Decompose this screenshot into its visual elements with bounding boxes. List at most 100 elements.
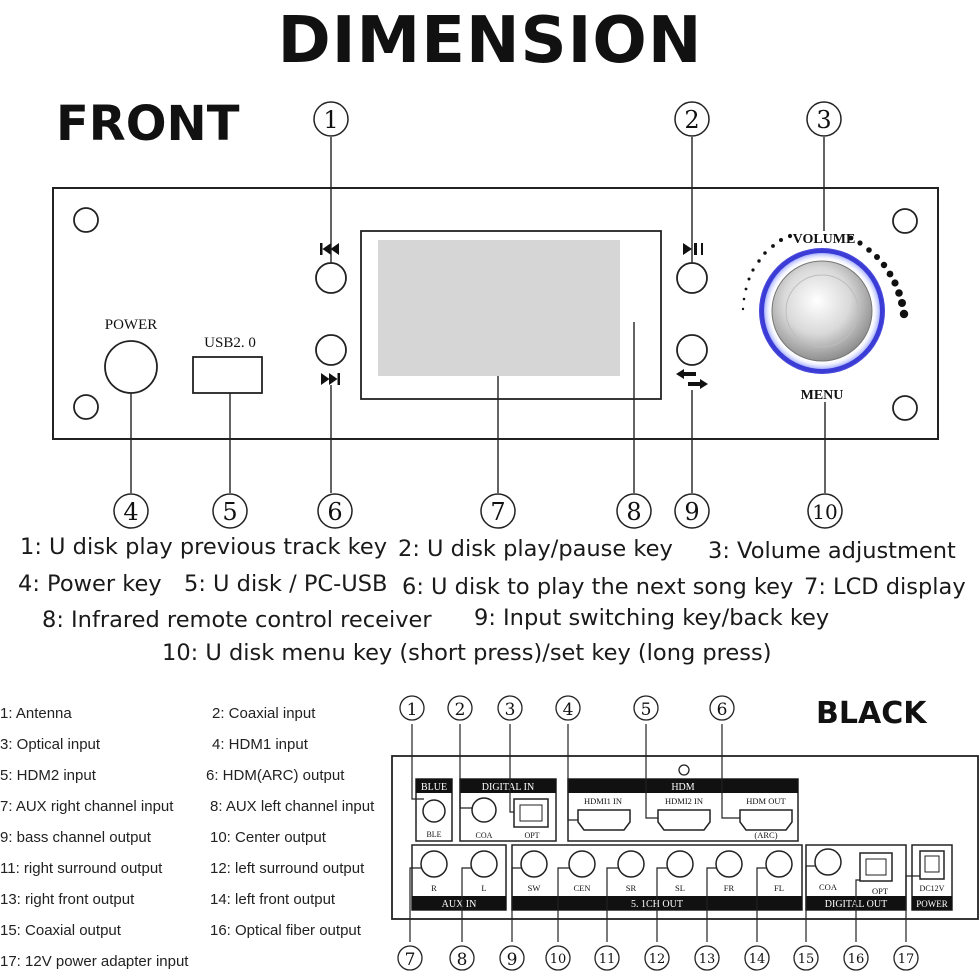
previous-track-icon bbox=[320, 243, 339, 255]
back-legend-item: 15: Coaxial output bbox=[0, 922, 121, 939]
power-footer: POWER bbox=[916, 899, 948, 909]
menu-label: MENU bbox=[801, 388, 844, 403]
front-legend-item: 5: U disk / PC-USB bbox=[184, 571, 388, 597]
aux-left-jack[interactable] bbox=[470, 850, 498, 878]
svg-text:5: 5 bbox=[222, 498, 237, 526]
ble-label: BLE bbox=[426, 830, 441, 839]
volume-dot-scale bbox=[741, 233, 909, 319]
back-legend-item: 16: Optical fiber output bbox=[210, 922, 361, 939]
back-legend-item: 13: right front output bbox=[0, 891, 135, 908]
svg-text:15: 15 bbox=[798, 952, 815, 967]
svg-text:3: 3 bbox=[816, 106, 831, 134]
opt-label: OPT bbox=[524, 831, 539, 840]
back-legend-item: 17: 12V power adapter input bbox=[0, 953, 189, 970]
hdmi2-label: HDMI2 IN bbox=[665, 796, 703, 806]
surround-left-jack[interactable] bbox=[666, 850, 694, 878]
lcd-display-frame bbox=[360, 230, 662, 400]
back-legend-item: 14: left front output bbox=[210, 891, 336, 908]
front-right-jack[interactable] bbox=[715, 850, 743, 878]
hdmi-arc-output-port[interactable] bbox=[739, 809, 793, 831]
front-legend-item: 9: Input switching key/back key bbox=[474, 605, 830, 631]
front-legend-item: 10: U disk menu key (short press)/set ke… bbox=[162, 640, 772, 666]
play-pause-icon bbox=[683, 243, 703, 255]
aux-r-label: R bbox=[431, 883, 437, 893]
svg-text:9: 9 bbox=[507, 950, 518, 970]
back-callouts-top: 1 2 3 4 5 6 bbox=[399, 695, 735, 721]
usb-label: USB2. 0 bbox=[204, 335, 256, 351]
next-track-button[interactable] bbox=[315, 334, 347, 366]
hdmi2-input-port[interactable] bbox=[657, 809, 711, 831]
hdmi1-input-port[interactable] bbox=[577, 809, 631, 831]
svg-text:8: 8 bbox=[457, 950, 468, 970]
coaxial-input-jack[interactable] bbox=[471, 797, 497, 823]
coaxial-output-jack[interactable] bbox=[814, 848, 842, 876]
front-legend-item: 8: Infrared remote control receiver bbox=[42, 607, 432, 633]
svg-text:12: 12 bbox=[649, 952, 666, 967]
front-left-jack[interactable] bbox=[765, 850, 793, 878]
back-legend-item: 6: HDM(ARC) output bbox=[206, 767, 345, 784]
front-legend-item: 1: U disk play previous track key bbox=[20, 534, 388, 560]
optical-input-port[interactable] bbox=[513, 798, 549, 828]
hdmi1-label: HDMI1 IN bbox=[584, 796, 622, 806]
svg-text:1: 1 bbox=[323, 106, 338, 134]
next-track-icon bbox=[321, 373, 340, 385]
aux-right-jack[interactable] bbox=[420, 850, 448, 878]
svg-text:4: 4 bbox=[563, 700, 574, 720]
svg-text:11: 11 bbox=[599, 952, 616, 967]
back-legend-item: 9: bass channel output bbox=[0, 829, 151, 846]
fl-label: FL bbox=[774, 883, 784, 893]
back-legend-item: 11: right surround output bbox=[0, 860, 163, 877]
front-legend-item: 4: Power key bbox=[18, 571, 162, 597]
back-legend-item: 1: Antenna bbox=[0, 705, 72, 722]
surround-right-jack[interactable] bbox=[617, 850, 645, 878]
indicator-hole bbox=[678, 764, 690, 776]
svg-text:6: 6 bbox=[717, 700, 728, 720]
antenna-jack[interactable] bbox=[422, 799, 446, 823]
fr-label: FR bbox=[724, 883, 735, 893]
back-legend-item: 2: Coaxial input bbox=[212, 705, 316, 722]
front-callouts: 1 2 3 4 5 6 7 8 9 10 bbox=[113, 101, 843, 529]
back-legend-item: 3: Optical input bbox=[0, 736, 101, 753]
volume-knob[interactable] bbox=[771, 260, 873, 362]
aux-in-footer: AUX IN bbox=[442, 899, 477, 910]
power-button[interactable] bbox=[104, 340, 158, 394]
aux-l-label: L bbox=[481, 883, 486, 893]
hdmi-out-label: HDM OUT bbox=[746, 796, 786, 806]
coa-label: COA bbox=[476, 831, 493, 840]
back-legend-item: 5: HDM2 input bbox=[0, 767, 96, 784]
back-callouts-bottom: 7 8 9 10 11 12 13 14 15 16 17 bbox=[397, 945, 919, 971]
cen-label: CEN bbox=[574, 883, 591, 893]
front-panel-diagram: POWER USB2. 0 bbox=[52, 101, 939, 529]
bluetooth-header: BLUE bbox=[421, 782, 447, 793]
sw-label: SW bbox=[528, 883, 541, 893]
play-pause-button[interactable] bbox=[676, 262, 708, 294]
opt-out-label: OPT bbox=[872, 886, 889, 896]
center-jack[interactable] bbox=[568, 850, 596, 878]
screw-hole bbox=[892, 395, 918, 421]
svg-text:2: 2 bbox=[455, 700, 466, 720]
front-legend-item: 7: LCD display bbox=[804, 574, 966, 600]
screw-hole bbox=[73, 394, 99, 420]
subwoofer-jack[interactable] bbox=[520, 850, 548, 878]
sr-label: SR bbox=[626, 883, 637, 893]
sl-label: SL bbox=[675, 883, 685, 893]
previous-track-button[interactable] bbox=[315, 262, 347, 294]
back-panel-outline bbox=[391, 755, 979, 920]
arc-label: (ARC) bbox=[754, 830, 777, 840]
svg-text:17: 17 bbox=[898, 952, 915, 967]
front-legend-item: 6: U disk to play the next song key bbox=[402, 574, 794, 600]
input-switch-button[interactable] bbox=[676, 334, 708, 366]
optical-output-port[interactable] bbox=[859, 852, 893, 882]
svg-text:1: 1 bbox=[407, 700, 418, 720]
digital-in-header: DIGITAL IN bbox=[482, 782, 534, 793]
screw-hole bbox=[892, 208, 918, 234]
usb-port[interactable] bbox=[192, 356, 263, 394]
svg-text:5: 5 bbox=[641, 700, 652, 720]
lcd-screen bbox=[378, 240, 620, 376]
front-panel-outline bbox=[52, 187, 939, 440]
front-section-title: FRONT bbox=[56, 96, 240, 152]
coa-out-label: COA bbox=[819, 882, 838, 892]
dc-power-jack[interactable] bbox=[919, 850, 945, 880]
front-legend-item: 2: U disk play/pause key bbox=[398, 536, 673, 562]
svg-text:2: 2 bbox=[684, 106, 699, 134]
